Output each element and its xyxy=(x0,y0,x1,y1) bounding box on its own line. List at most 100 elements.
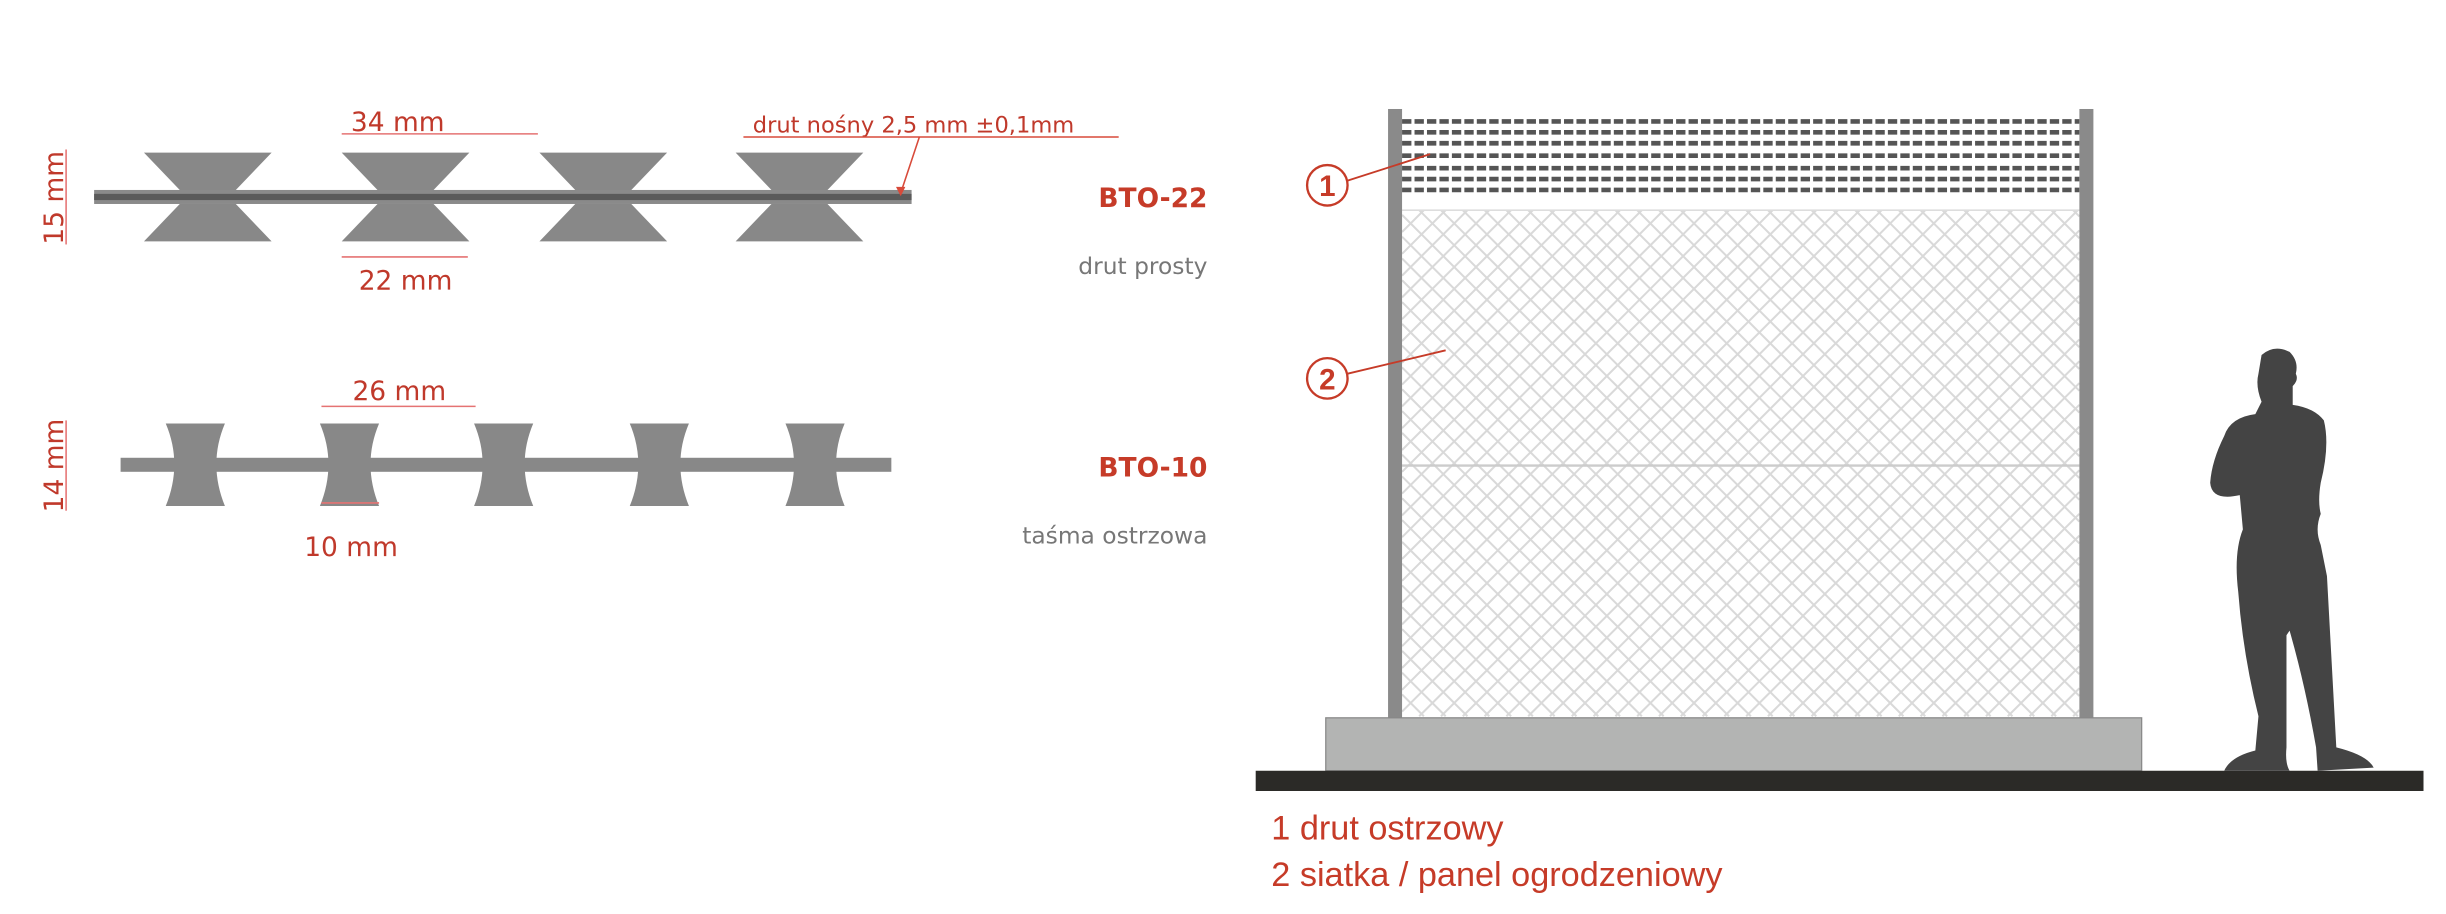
mesh-wire xyxy=(1810,447,2081,717)
mesh-wire xyxy=(1592,229,2081,717)
mesh-wire xyxy=(1401,209,1883,691)
mesh-wire xyxy=(1401,209,1469,277)
mesh-wire xyxy=(1401,497,1621,717)
legend-item-2: 2 siatka / panel ogrodzeniowy xyxy=(1271,856,1723,894)
mesh-wire xyxy=(1401,209,1687,495)
mesh-wire xyxy=(1723,360,2081,717)
ground xyxy=(1255,770,2424,791)
mesh-wire xyxy=(1614,251,2081,717)
mesh-wire xyxy=(1985,209,2081,305)
leader-arrow xyxy=(899,136,921,194)
mesh-wire xyxy=(1963,209,2081,327)
callout-1 xyxy=(1305,163,1349,207)
bto22-code: BTO-22 xyxy=(1098,183,1207,214)
callout-2-leader xyxy=(1347,349,1446,375)
arrowhead-icon xyxy=(896,186,906,197)
callout-2 xyxy=(1305,356,1349,400)
mesh-wire xyxy=(1592,209,2081,697)
mesh-wire xyxy=(1745,382,2081,717)
bto22-core-wire-label: drut nośny 2,5 mm ±0,1mm xyxy=(753,112,1075,138)
bto10-pitch-label: 26 mm xyxy=(352,376,446,407)
mesh-wire xyxy=(1745,209,2081,545)
mesh-wire xyxy=(1658,295,2081,717)
mesh-wire xyxy=(1401,209,1447,255)
mesh-wire xyxy=(1401,606,1512,717)
bto10-barb-label: 10 mm xyxy=(304,532,398,563)
bto22-type: drut prosty xyxy=(1078,252,1207,280)
mesh-wire xyxy=(1767,404,2081,717)
mesh-wire xyxy=(2050,687,2081,717)
mesh-wire xyxy=(1723,209,2081,566)
bto22-core-wire-center xyxy=(94,193,912,201)
mesh-wire xyxy=(1636,209,2081,654)
mesh-wire xyxy=(1527,209,2035,717)
barb xyxy=(319,423,380,507)
barb xyxy=(474,423,534,507)
callout-1-number: 1 xyxy=(1319,170,1335,203)
mesh-wire xyxy=(1401,209,1665,473)
barb xyxy=(143,152,272,242)
barb xyxy=(341,152,470,242)
mesh-wire xyxy=(1401,475,1643,717)
mesh-wire xyxy=(1941,578,2081,717)
mesh-wire xyxy=(1876,209,2081,414)
mesh-wire xyxy=(1401,209,1839,647)
mesh-wire xyxy=(1440,209,1948,717)
mesh-wire xyxy=(1401,671,1447,717)
mesh-wire xyxy=(1401,432,1687,717)
fence-mesh xyxy=(1401,209,2081,717)
mesh-wire xyxy=(2007,643,2081,717)
mesh-wire xyxy=(1505,209,2014,717)
mesh-wire xyxy=(1832,469,2081,717)
mesh-wire xyxy=(1941,209,2081,348)
mesh-wire xyxy=(1701,209,2081,588)
mesh-wire xyxy=(1919,209,2081,370)
mesh-wire xyxy=(1789,209,2081,501)
mesh-wire xyxy=(1963,600,2081,717)
bto22-height-label: 15 mm xyxy=(39,151,70,245)
mesh-wire xyxy=(1401,209,1578,386)
barb xyxy=(165,423,225,507)
mesh-wire xyxy=(1401,209,1796,604)
mesh-wire xyxy=(1636,273,2081,717)
mesh-wire xyxy=(1401,209,1621,429)
bto10-type: taśma ostrzowa xyxy=(1022,521,1207,549)
mesh-wire xyxy=(1401,209,1905,713)
mesh-wire xyxy=(1401,410,1708,717)
fence-drawing: 1 2 xyxy=(1255,108,2424,791)
mesh-wire xyxy=(1401,209,1490,299)
mesh-wire xyxy=(1401,628,1490,717)
mesh-wire xyxy=(2028,209,2081,261)
mesh-wire xyxy=(1680,209,2081,610)
fence-post-left xyxy=(1388,108,1403,720)
concrete-base xyxy=(1325,717,2143,772)
callout-2-number: 2 xyxy=(1319,363,1335,396)
mesh-wire xyxy=(1418,209,1926,717)
barb xyxy=(539,152,668,242)
mesh-wire xyxy=(1658,209,2081,632)
mesh-wire xyxy=(1876,513,2081,717)
mesh-wire xyxy=(1401,209,1861,669)
mesh-wire xyxy=(1767,209,2081,523)
mesh-wire xyxy=(2007,209,2081,283)
mesh-wire xyxy=(2072,709,2081,717)
mesh-wire xyxy=(1854,209,2081,436)
mesh-wire xyxy=(1401,366,1752,717)
mesh-wire xyxy=(1401,301,1817,717)
mesh-wire xyxy=(1401,209,1708,517)
mesh-wire xyxy=(1401,323,1796,717)
mesh-wire xyxy=(1401,519,1599,717)
mesh-wire xyxy=(1789,425,2081,717)
bto10-code: BTO-10 xyxy=(1098,452,1207,483)
mesh-wire xyxy=(1898,209,2081,392)
barb xyxy=(785,423,845,507)
mesh-wire xyxy=(1832,209,2081,457)
mesh-wire xyxy=(1401,209,1752,560)
mesh-wire xyxy=(1898,534,2081,717)
mesh-wire xyxy=(1401,453,1665,717)
mesh-wire xyxy=(1401,209,1556,364)
mesh-wire xyxy=(1401,693,1425,717)
mesh-wire xyxy=(1401,235,1883,717)
mesh-wire xyxy=(1549,209,2057,717)
